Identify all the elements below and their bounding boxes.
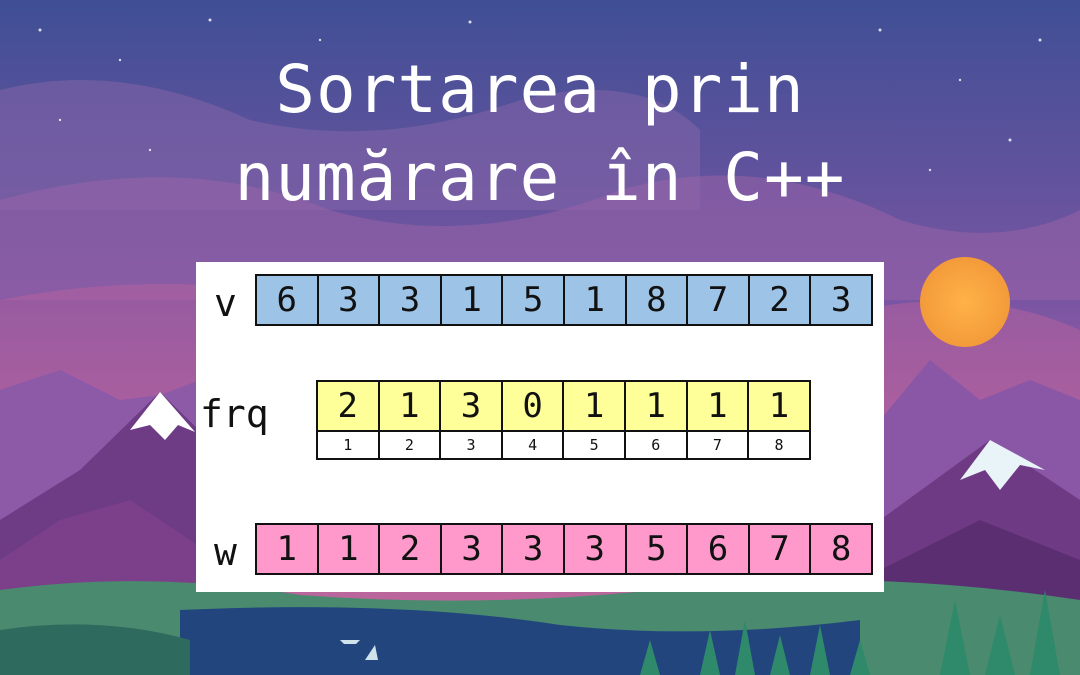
v-cell: 1 xyxy=(562,274,627,326)
title-line-1: Sortarea prin xyxy=(275,51,805,128)
frq-index: 3 xyxy=(439,430,503,460)
array-label-w: w xyxy=(214,530,237,574)
frq-index: 6 xyxy=(623,430,688,460)
frq-index: 4 xyxy=(500,430,565,460)
v-cell: 3 xyxy=(809,274,873,326)
v-cell: 5 xyxy=(501,274,565,326)
v-cell: 3 xyxy=(378,274,442,326)
array-label-frq: frq xyxy=(200,392,269,436)
frq-index: 7 xyxy=(685,430,750,460)
v-cell: 7 xyxy=(686,274,750,326)
title-line-2: numărare în C++ xyxy=(234,139,846,216)
frq-cell: 1 xyxy=(623,380,688,432)
array-frq: 2 1 3 0 1 1 1 1 xyxy=(316,380,811,432)
w-cell: 7 xyxy=(747,523,812,575)
w-cell: 3 xyxy=(501,523,565,575)
frq-cell: 3 xyxy=(439,380,503,432)
frq-index-row: 1 2 3 4 5 6 7 8 xyxy=(316,430,811,460)
w-cell: 5 xyxy=(624,523,689,575)
frq-index: 5 xyxy=(562,430,626,460)
frq-index: 8 xyxy=(747,430,811,460)
frq-index: 1 xyxy=(316,430,380,460)
frq-cell: 2 xyxy=(316,380,380,432)
v-cell: 6 xyxy=(255,274,319,326)
counting-sort-diagram: v 6 3 3 1 5 1 8 7 2 3 frq 2 1 3 0 1 1 1 … xyxy=(196,262,884,592)
w-cell: 3 xyxy=(439,523,504,575)
frq-cell: 1 xyxy=(685,380,750,432)
v-cell: 3 xyxy=(316,274,381,326)
w-cell: 6 xyxy=(686,523,750,575)
v-cell: 2 xyxy=(747,274,812,326)
frq-cell: 1 xyxy=(377,380,442,432)
frq-cell: 0 xyxy=(500,380,565,432)
array-label-v: v xyxy=(214,281,237,325)
array-v: 6 3 3 1 5 1 8 7 2 3 xyxy=(255,274,873,326)
w-cell: 1 xyxy=(316,523,381,575)
w-cell: 2 xyxy=(378,523,442,575)
page-title: Sortarea prin numărare în C++ xyxy=(0,46,1080,222)
v-cell: 8 xyxy=(624,274,689,326)
w-cell: 1 xyxy=(255,523,319,575)
array-w: 1 1 2 3 3 3 5 6 7 8 xyxy=(255,523,873,575)
v-cell: 1 xyxy=(439,274,504,326)
frq-index: 2 xyxy=(377,430,442,460)
w-cell: 8 xyxy=(809,523,873,575)
w-cell: 3 xyxy=(562,523,627,575)
frq-cell: 1 xyxy=(747,380,811,432)
frq-cell: 1 xyxy=(562,380,626,432)
